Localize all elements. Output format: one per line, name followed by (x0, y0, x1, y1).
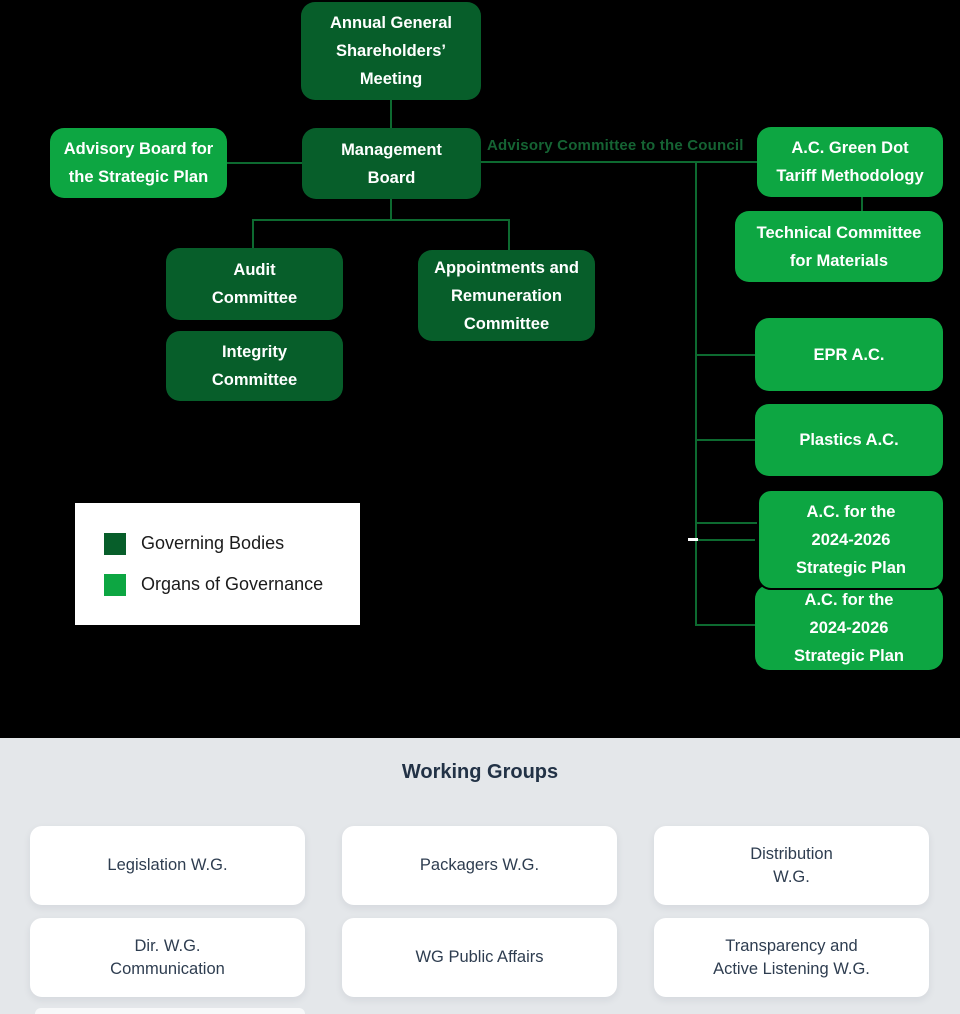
connector-committees-horizontal (252, 219, 510, 221)
legend-item-governing-bodies: Governing Bodies (104, 532, 360, 555)
org-box-label: A.C. for the 2024-2026 Strategic Plan (793, 590, 905, 665)
connector-greendot-technical (861, 197, 863, 211)
connector-branch-epr (697, 354, 755, 356)
org-box-plastics-ac: Plastics A.C. (755, 404, 943, 476)
org-box-label: Management Board (341, 140, 442, 187)
org-box-technical-committee: Technical Committee for Materials (735, 211, 943, 282)
legend-item-organs-of-governance: Organs of Governance (104, 573, 360, 596)
org-box-label: EPR A.C. (813, 345, 885, 364)
wg-card-transparency[interactable]: Transparency and Active Listening W.G. (654, 918, 929, 997)
white-tick-mark (688, 538, 698, 541)
org-box-strategic-plan-ac-1: A.C. for the 2024-2026 Strategic Plan (757, 489, 945, 590)
connector-branch-strategic1b (697, 539, 755, 541)
org-box-annual-general-meeting: Annual General Shareholders’ Meeting (301, 2, 481, 100)
wg-card-distribution[interactable]: Distribution W.G. (654, 826, 929, 905)
org-box-epr-ac: EPR A.C. (755, 318, 943, 391)
wg-card-label: Dir. W.G. Communication (110, 936, 225, 978)
wg-card-label: Legislation W.G. (107, 856, 228, 874)
org-box-management-board: Management Board (302, 128, 481, 199)
org-box-strategic-plan-ac-2: A.C. for the 2024-2026 Strategic Plan (755, 585, 943, 670)
connector-advisory-management (227, 162, 302, 164)
legend: Governing Bodies Organs of Governance (75, 503, 360, 625)
org-box-audit-committee: Audit Committee (166, 248, 343, 320)
wg-card-public-affairs[interactable]: WG Public Affairs (342, 918, 617, 997)
wg-card-packagers[interactable]: Packagers W.G. (342, 826, 617, 905)
wg-card-label: Distribution W.G. (750, 844, 833, 886)
org-box-advisory-board: Advisory Board for the Strategic Plan (50, 128, 227, 198)
org-box-label: Integrity Committee (211, 343, 298, 389)
connector-audit-drop (252, 221, 254, 248)
connector-management-greendot (481, 161, 757, 163)
wg-card-label: WG Public Affairs (415, 948, 544, 966)
org-box-label: A.C. Green Dot Tariff Methodology (776, 139, 924, 185)
wg-card-dir-communication[interactable]: Dir. W.G. Communication (30, 918, 305, 997)
connector-appointments-drop (508, 221, 510, 250)
wg-card-label: Transparency and Active Listening W.G. (713, 936, 870, 978)
connector-branch-plastics (697, 439, 755, 441)
org-box-label: Technical Committee for Materials (756, 223, 922, 270)
org-box-label: Appointments and Remuneration Committee (434, 258, 579, 333)
org-box-integrity-committee: Integrity Committee (166, 331, 343, 401)
org-box-green-dot-tariff: A.C. Green Dot Tariff Methodology (757, 127, 943, 197)
org-box-label: Advisory Board for the Strategic Plan (63, 140, 214, 186)
wg-card-legislation[interactable]: Legislation W.G. (30, 826, 305, 905)
working-groups-title: Working Groups (401, 761, 559, 783)
advisory-committee-council-label: Advisory Committee to the Council (487, 137, 744, 154)
org-box-label: Annual General Shareholders’ Meeting (330, 14, 452, 88)
governing-bodies-swatch-icon (104, 532, 126, 555)
connector-right-trunk (695, 161, 697, 626)
connector-management-down (390, 199, 392, 220)
connector-agm-management (390, 100, 392, 128)
legend-label: Organs of Governance (141, 574, 324, 594)
org-box-label: A.C. for the 2024-2026 Strategic Plan (795, 502, 907, 577)
wg-card-label: Packagers W.G. (419, 856, 540, 874)
connector-branch-strategic2 (697, 624, 755, 626)
org-box-label: Plastics A.C. (799, 431, 899, 449)
wg-card-partial-cutoff (35, 1008, 305, 1014)
legend-label: Governing Bodies (141, 533, 285, 553)
working-groups-section: Working Groups Legislation W.G. Packager… (0, 738, 960, 1014)
connector-branch-strategic1a (697, 522, 757, 524)
org-box-label: Audit Committee (211, 261, 298, 307)
org-box-appointments-committee: Appointments and Remuneration Committee (418, 250, 595, 341)
organs-of-governance-swatch-icon (104, 573, 126, 596)
